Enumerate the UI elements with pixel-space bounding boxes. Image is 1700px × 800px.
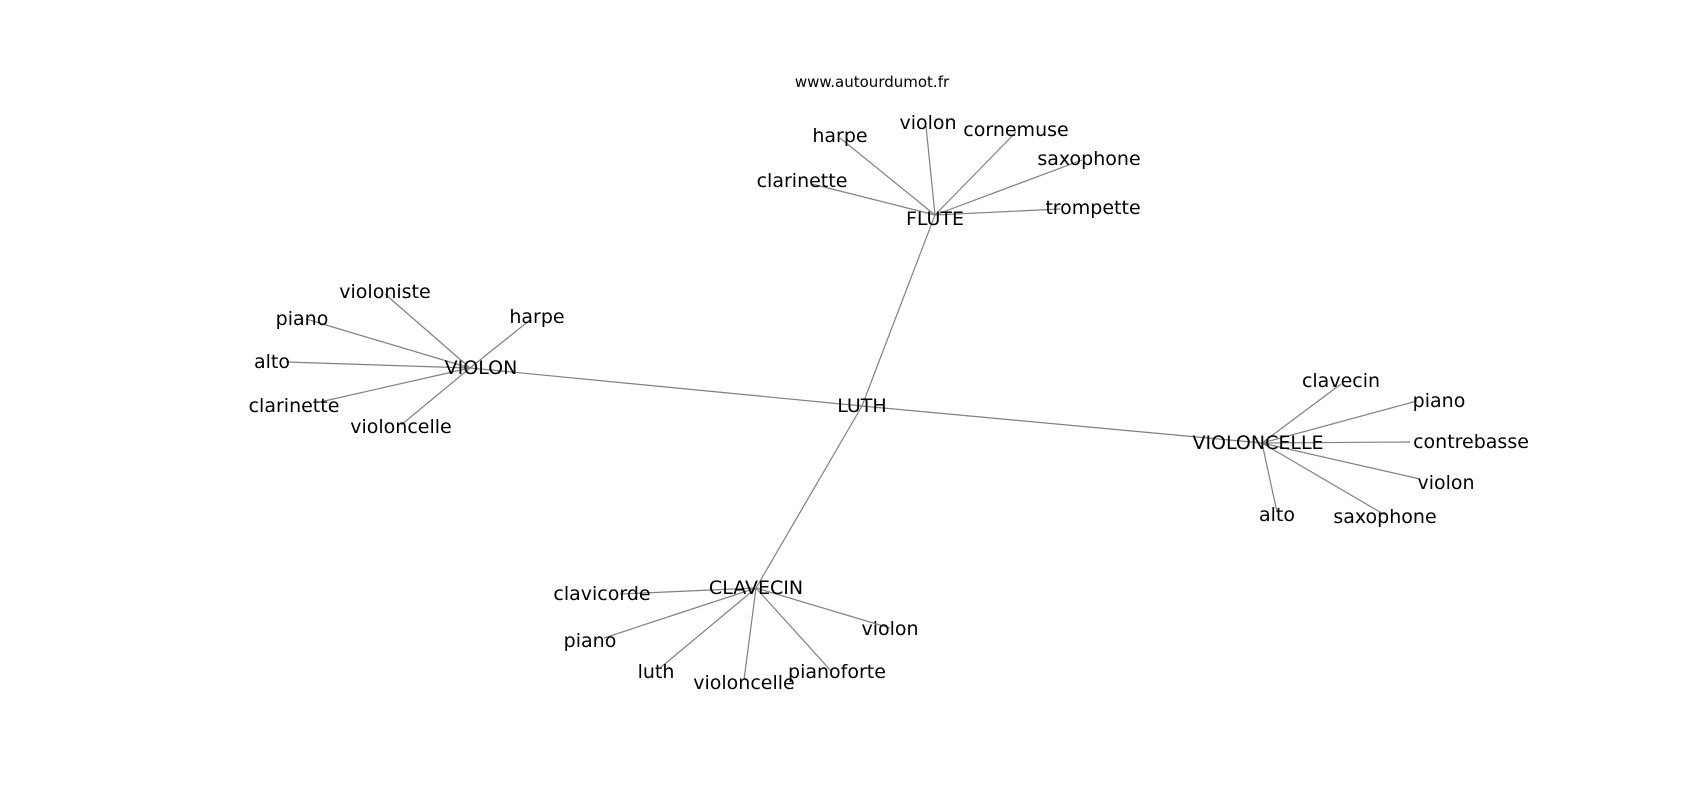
edge-clavecin-violoncelle xyxy=(743,587,757,681)
edge-center-violon xyxy=(469,367,863,407)
node-hub-violon: VIOLON xyxy=(445,357,518,379)
edge-flute-trompette xyxy=(934,208,1061,216)
source-watermark: www.autourdumot.fr xyxy=(795,73,950,91)
edge-violoncelle-piano xyxy=(1261,400,1418,444)
node-leaf-clavecin-clavicorde: clavicorde xyxy=(553,583,650,605)
node-leaf-violon-piano: piano xyxy=(276,308,329,330)
node-leaf-flute-harpe: harpe xyxy=(812,125,867,147)
node-leaf-clavecin-pianoforte: pianoforte xyxy=(788,661,886,683)
node-leaf-violoncelle-clavecin: clavecin xyxy=(1302,370,1380,392)
edge-flute-clarinette xyxy=(811,183,936,216)
edge-violon-violoncelle xyxy=(400,367,471,426)
edge-clavecin-luth xyxy=(659,587,757,669)
node-hub-clavecin: CLAVECIN xyxy=(709,577,803,599)
node-leaf-violoncelle-alto: alto xyxy=(1259,504,1295,526)
edge-violon-violoniste xyxy=(384,293,471,369)
node-leaf-flute-trompette: trompette xyxy=(1045,197,1140,219)
node-leaf-flute-cornemuse: cornemuse xyxy=(963,119,1068,141)
node-leaf-violon-violoniste: violoniste xyxy=(339,281,430,303)
edge-violon-alto xyxy=(285,361,471,369)
edge-violoncelle-contrebasse xyxy=(1261,441,1411,444)
node-leaf-clavecin-piano: piano xyxy=(564,630,617,652)
edge-flute-cornemuse xyxy=(934,131,1017,216)
node-leaf-clavecin-violoncelle: violoncelle xyxy=(693,672,794,694)
edge-violon-harpe xyxy=(469,319,531,369)
edge-violon-piano xyxy=(305,318,471,369)
node-hub-violoncelle: VIOLONCELLE xyxy=(1192,432,1323,454)
node-leaf-violon-clarinette: clarinette xyxy=(249,395,340,417)
node-leaf-flute-saxophone: saxophone xyxy=(1037,148,1140,170)
edge-flute-harpe xyxy=(839,137,936,216)
node-leaf-violon-harpe: harpe xyxy=(509,306,564,328)
node-leaf-clavecin-luth: luth xyxy=(638,661,675,683)
edge-clavecin-piano xyxy=(603,587,757,639)
node-leaf-violoncelle-saxophone: saxophone xyxy=(1333,506,1436,528)
edge-violon-clarinette xyxy=(319,367,471,403)
node-leaf-violon-violoncelle: violoncelle xyxy=(350,416,451,438)
edge-flute-violon xyxy=(925,125,936,216)
graph-labels: LUTH FLUTE harpe violon cornemuse saxophone cl… xyxy=(249,112,1529,694)
graph-edges xyxy=(285,125,1421,681)
node-leaf-violoncelle-contrebasse: contrebasse xyxy=(1413,431,1529,453)
node-hub-flute: FLUTE xyxy=(906,208,964,230)
edge-clavecin-pianoforte xyxy=(755,587,833,673)
node-leaf-clavecin-violon: violon xyxy=(861,618,918,640)
node-leaf-violoncelle-violon: violon xyxy=(1417,472,1474,494)
edge-violoncelle-violon xyxy=(1261,442,1421,480)
node-leaf-flute-clarinette: clarinette xyxy=(757,170,848,192)
edge-center-flute xyxy=(861,214,936,407)
edge-clavecin-clavicorde xyxy=(619,587,757,595)
node-center-luth: LUTH xyxy=(837,395,886,417)
edge-clavecin-violon xyxy=(755,587,891,629)
edge-violoncelle-saxophone xyxy=(1261,442,1386,516)
edge-violoncelle-alto xyxy=(1261,442,1278,513)
node-leaf-violon-alto: alto xyxy=(254,351,290,373)
node-leaf-flute-violon: violon xyxy=(899,112,956,134)
edge-center-clavecin xyxy=(755,405,863,589)
edge-violoncelle-clavecin xyxy=(1261,383,1342,444)
node-leaf-violoncelle-piano: piano xyxy=(1413,390,1466,412)
edge-center-violoncelle xyxy=(861,405,1263,444)
edge-flute-saxophone xyxy=(934,159,1083,216)
